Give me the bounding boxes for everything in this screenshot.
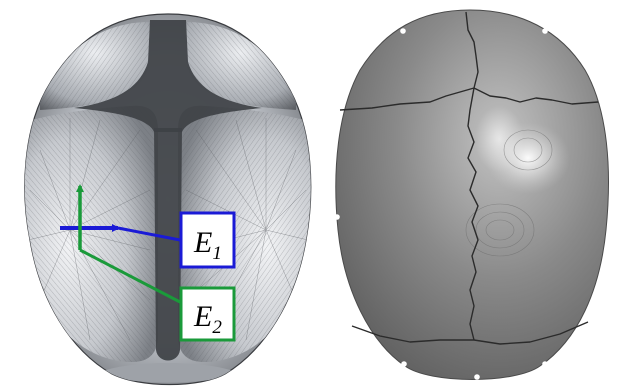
- right-specular-highlight: [486, 122, 570, 194]
- e2-label-sub: 2: [212, 317, 222, 338]
- e2-label-base: E: [193, 300, 212, 333]
- e1-label-base: E: [193, 226, 212, 259]
- right-skull-model: [334, 10, 617, 380]
- left-skull-illustration: [0, 0, 340, 390]
- e1-label-box: E1: [181, 213, 234, 267]
- e1-label-sub: 1: [212, 243, 222, 264]
- left-sagittal-suture: [154, 128, 182, 361]
- e2-label-box: E2: [181, 288, 234, 340]
